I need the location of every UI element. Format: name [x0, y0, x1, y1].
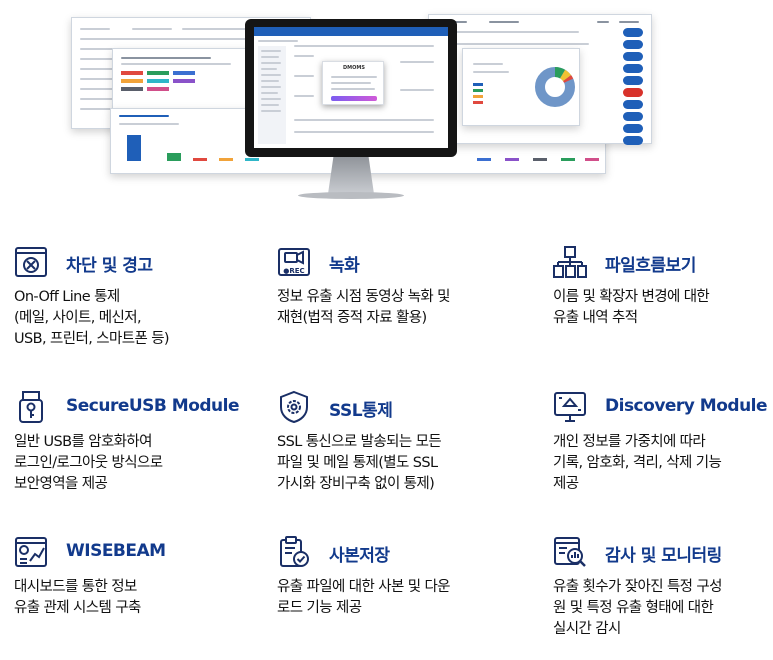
dialog-brand: DMOMS — [343, 65, 365, 71]
usb-key-icon — [14, 390, 48, 424]
report-window — [112, 48, 252, 110]
feature-title: SecureUSB Module — [66, 396, 240, 416]
feature-title: 사본저장 — [329, 546, 390, 566]
shield-gear-icon — [277, 390, 311, 424]
block-warning-icon — [14, 245, 48, 279]
feature-title: 파일흐름보기 — [605, 256, 696, 276]
discovery-icon — [553, 390, 587, 424]
clipboard-check-icon — [277, 535, 311, 569]
monitor-screen: DMOMS — [254, 27, 448, 148]
feature-description: On-Off Line 통제(메일, 사이트, 메신저,USB, 프린터, 스마… — [14, 289, 170, 347]
feature-title: 녹화 — [329, 256, 360, 276]
feature-title: WISEBEAM — [66, 541, 166, 561]
file-flow-icon — [553, 245, 587, 279]
donut-chart — [535, 67, 575, 107]
feature-title: Discovery Module — [605, 396, 768, 416]
donut-chart-window — [462, 48, 580, 126]
monitor-base — [298, 192, 404, 199]
recording-icon: ●REC — [277, 245, 311, 279]
monitor-stand — [328, 156, 374, 194]
monitoring-icon — [553, 535, 587, 569]
hero-illustration: DMOMS — [0, 0, 773, 212]
login-dialog: DMOMS — [322, 61, 384, 105]
dashboard-icon — [14, 535, 48, 569]
svg-text:●REC: ●REC — [283, 267, 304, 275]
feature-title: SSL통제 — [329, 401, 393, 421]
feature-title: 차단 및 경고 — [66, 256, 153, 276]
feature-title: 감사 및 모니터링 — [605, 546, 722, 566]
